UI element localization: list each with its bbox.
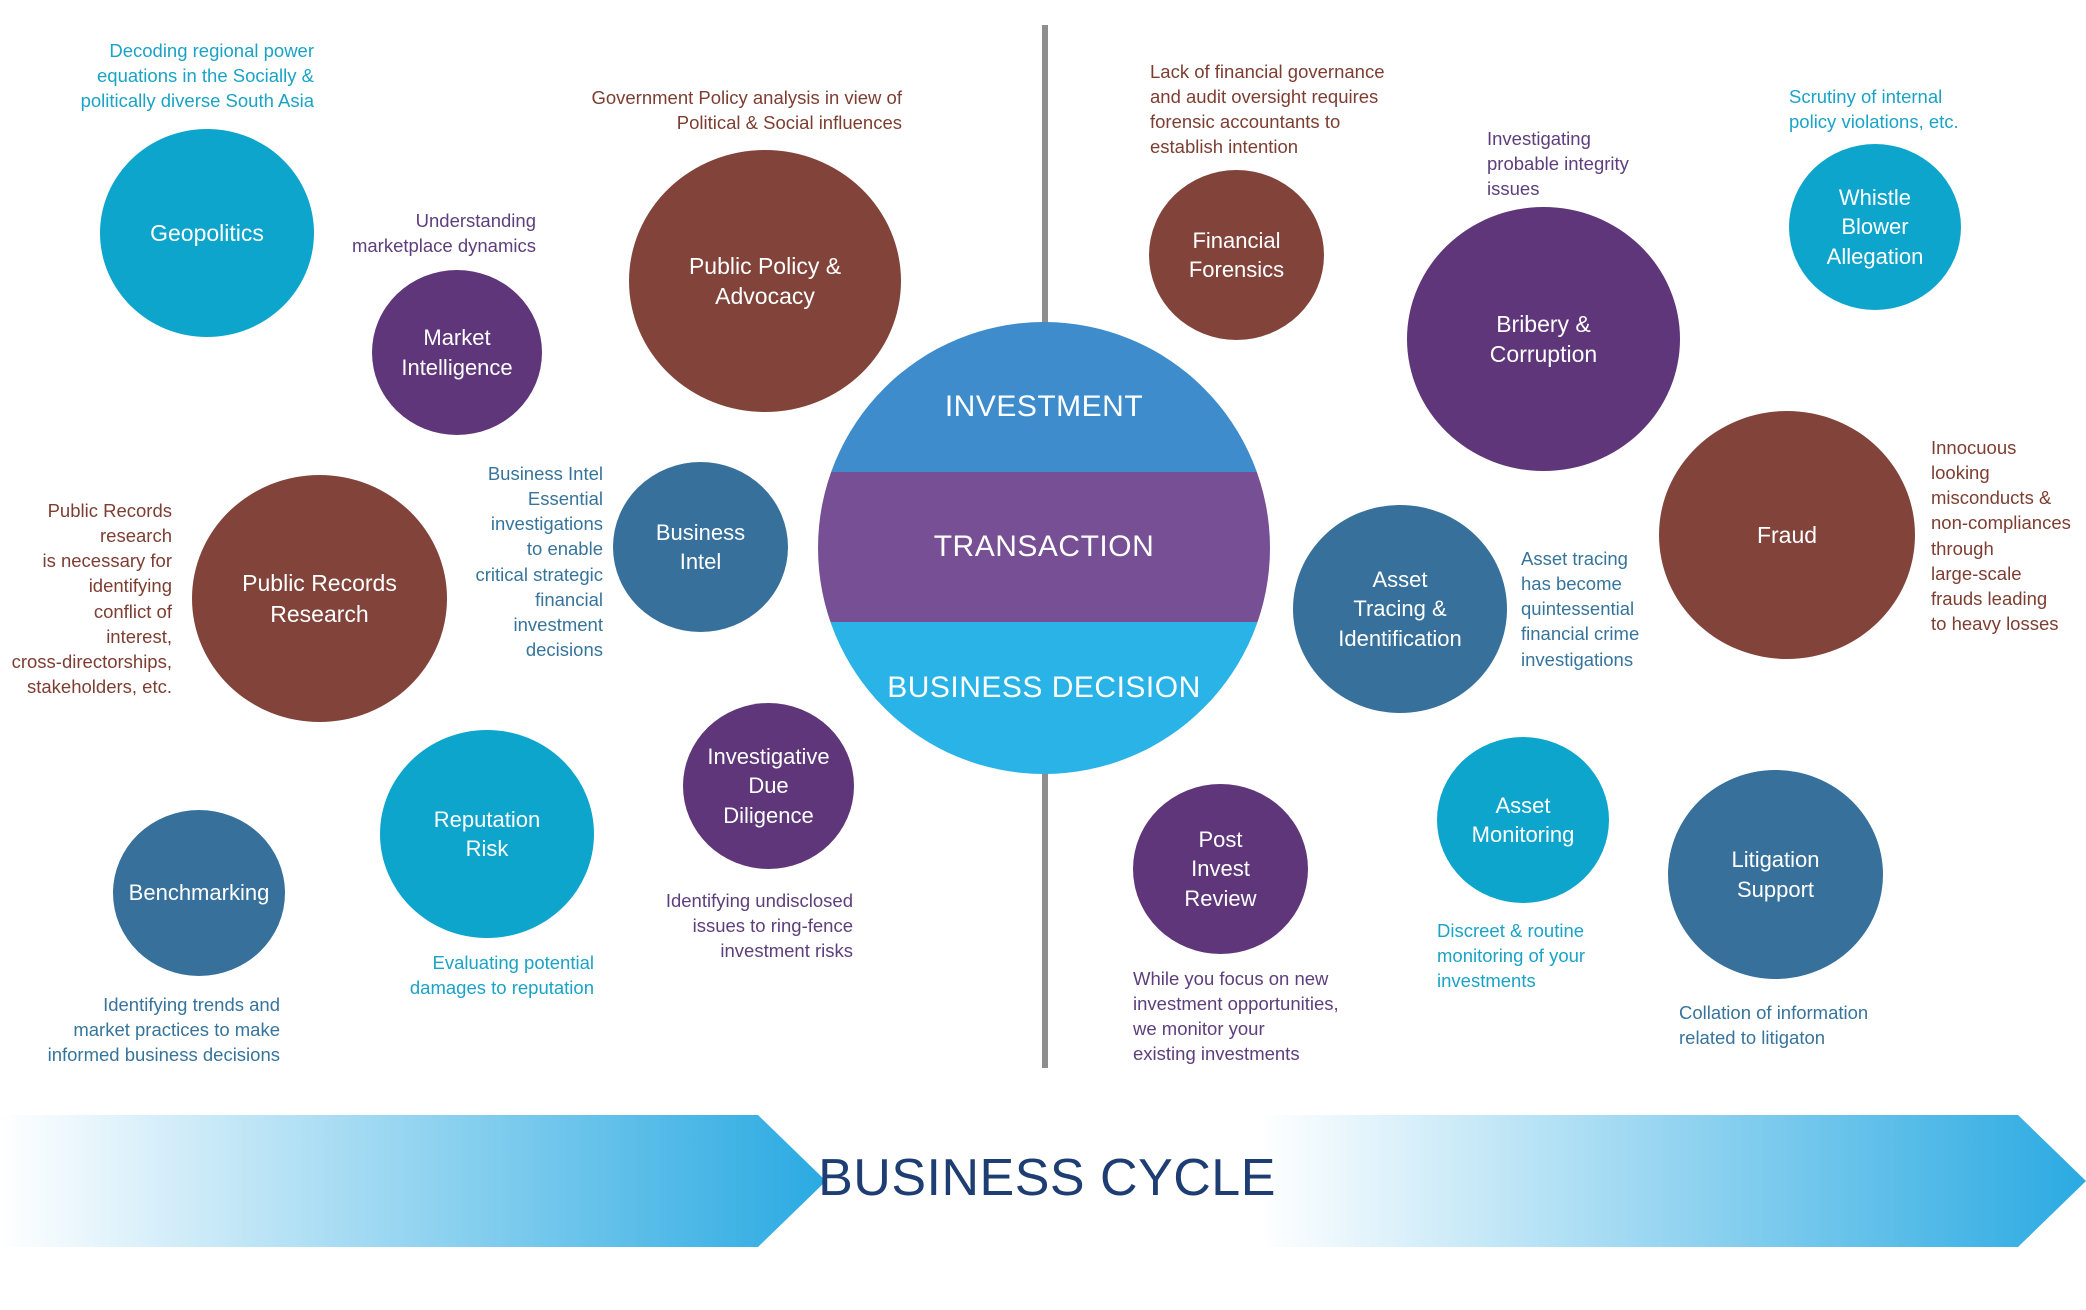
central-hub: INVESTMENT TRANSACTION BUSINESS DECISION (818, 322, 1270, 774)
market-intelligence-circle: Market Intelligence (372, 270, 542, 435)
financial-forensics-note: Lack of financial governance and audit o… (1150, 61, 1385, 158)
business-intel-note: Business Intel Essential investigations … (475, 463, 603, 661)
right-cycle-arrow (1260, 1115, 2086, 1247)
litigation-note: Collation of information related to liti… (1679, 1002, 1869, 1049)
asset-tracing-label: Asset Tracing & Identification (1338, 567, 1462, 651)
public-policy-note: Government Policy analysis in view of Po… (591, 87, 902, 134)
asset-tracing-note: Asset tracing has become quintessential … (1521, 548, 1640, 670)
post-invest-circle: Post Invest Review (1133, 784, 1308, 954)
asset-monitoring-label: Asset Monitoring (1471, 792, 1575, 847)
benchmarking-note: Identifying trends and market practices … (47, 994, 280, 1066)
financial-forensics-circle: Financial Forensics (1149, 170, 1324, 340)
investigative-dd-note: Identifying undisclosed issues to ring-f… (665, 890, 853, 962)
bribery-circle: Bribery & Corruption (1407, 207, 1680, 471)
geopolitics-note: Decoding regional power equations in the… (80, 40, 314, 112)
benchmarking-label: Benchmarking (128, 880, 270, 906)
benchmarking-circle: Benchmarking (113, 810, 285, 976)
business-intel-label: Business Intel (655, 519, 746, 574)
whistle-blower-label: Whistle Blower Allegation (1826, 185, 1924, 269)
hub-business-decision: BUSINESS DECISION (818, 622, 1270, 774)
hub-transaction: TRANSACTION (818, 472, 1270, 622)
reputation-risk-circle: Reputation Risk (380, 730, 594, 938)
reputation-risk-label: Reputation Risk (433, 806, 541, 861)
divider-bottom (1042, 772, 1048, 1068)
bribery-label: Bribery & Corruption (1489, 310, 1598, 367)
hub-investment: INVESTMENT (818, 322, 1270, 472)
geopolitics-label: Geopolitics (150, 219, 264, 246)
litigation-circle: Litigation Support (1668, 770, 1883, 979)
fraud-circle: Fraud (1659, 411, 1915, 659)
geopolitics-circle: Geopolitics (100, 129, 314, 337)
fraud-label: Fraud (1756, 521, 1818, 548)
asset-monitoring-circle: Asset Monitoring (1437, 737, 1609, 903)
litigation-label: Litigation Support (1731, 847, 1820, 902)
financial-forensics-label: Financial Forensics (1188, 227, 1285, 282)
whistle-blower-note: Scrutiny of internal policy violations, … (1789, 86, 1959, 133)
public-policy-circle: Public Policy & Advocacy (629, 150, 901, 412)
market-intelligence-note: Understanding marketplace dynamics (351, 210, 536, 257)
business-cycle-label: BUSINESS CYCLE (818, 1149, 1276, 1207)
bribery-note: Investigating probable integrity issues (1487, 128, 1629, 200)
public-records-label: Public Records Research (242, 570, 397, 627)
asset-tracing-circle: Asset Tracing & Identification (1293, 505, 1507, 713)
market-intelligence-label: Market Intelligence (401, 325, 513, 380)
investigative-dd-circle: Investigative Due Diligence (683, 703, 854, 869)
business-intel-circle: Business Intel (613, 462, 788, 632)
left-cycle-arrow (0, 1115, 826, 1247)
public-records-circle: Public Records Research (192, 475, 447, 722)
reputation-risk-note: Evaluating potential damages to reputati… (409, 952, 594, 999)
asset-monitoring-note: Discreet & routine monitoring of your in… (1437, 920, 1586, 992)
divider-top (1042, 25, 1048, 323)
investigative-dd-label: Investigative Due Diligence (707, 744, 830, 828)
public-records-note: Public Records research is necessary for… (11, 500, 172, 698)
fraud-note: Innocuous looking misconducts & non-comp… (1931, 437, 2071, 635)
post-invest-note: While you focus on new investment opport… (1133, 968, 1339, 1065)
post-invest-label: Post Invest Review (1184, 827, 1257, 911)
whistle-blower-circle: Whistle Blower Allegation (1789, 144, 1961, 310)
public-policy-label: Public Policy & Advocacy (688, 252, 842, 309)
